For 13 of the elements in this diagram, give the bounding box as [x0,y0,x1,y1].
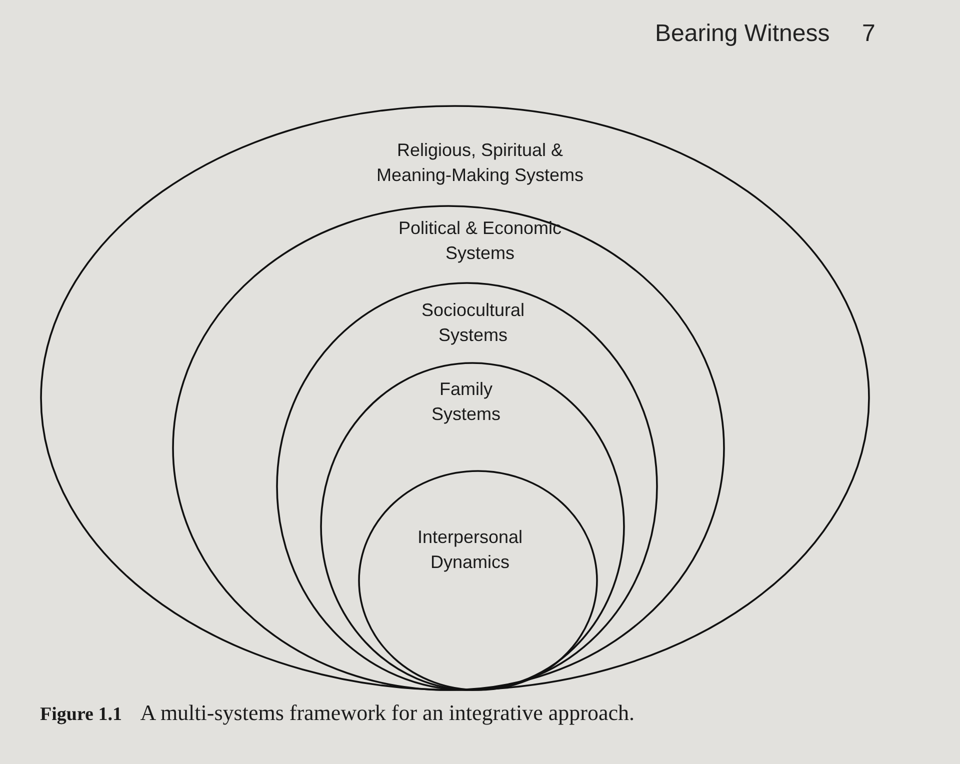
ellipse-label: Political & Economic Systems [397,217,563,265]
ellipse-label: Interpersonal Dynamics [416,526,524,574]
figure-caption: Figure 1.1 A multi-systems framework for an integrative approach. [40,700,635,726]
ellipse [358,470,598,691]
ellipse [276,282,658,691]
page-number: 7 [862,20,876,48]
ellipse-label: Religious, Spiritual & Meaning-Making Systems [375,139,585,187]
ellipse [320,362,625,691]
ellipse [40,105,870,691]
ellipse-label: Sociocultural Systems [420,299,526,347]
running-header: Bearing Witness [655,20,830,48]
ellipse-label: Family Systems [430,378,502,426]
ellipse [172,205,725,691]
